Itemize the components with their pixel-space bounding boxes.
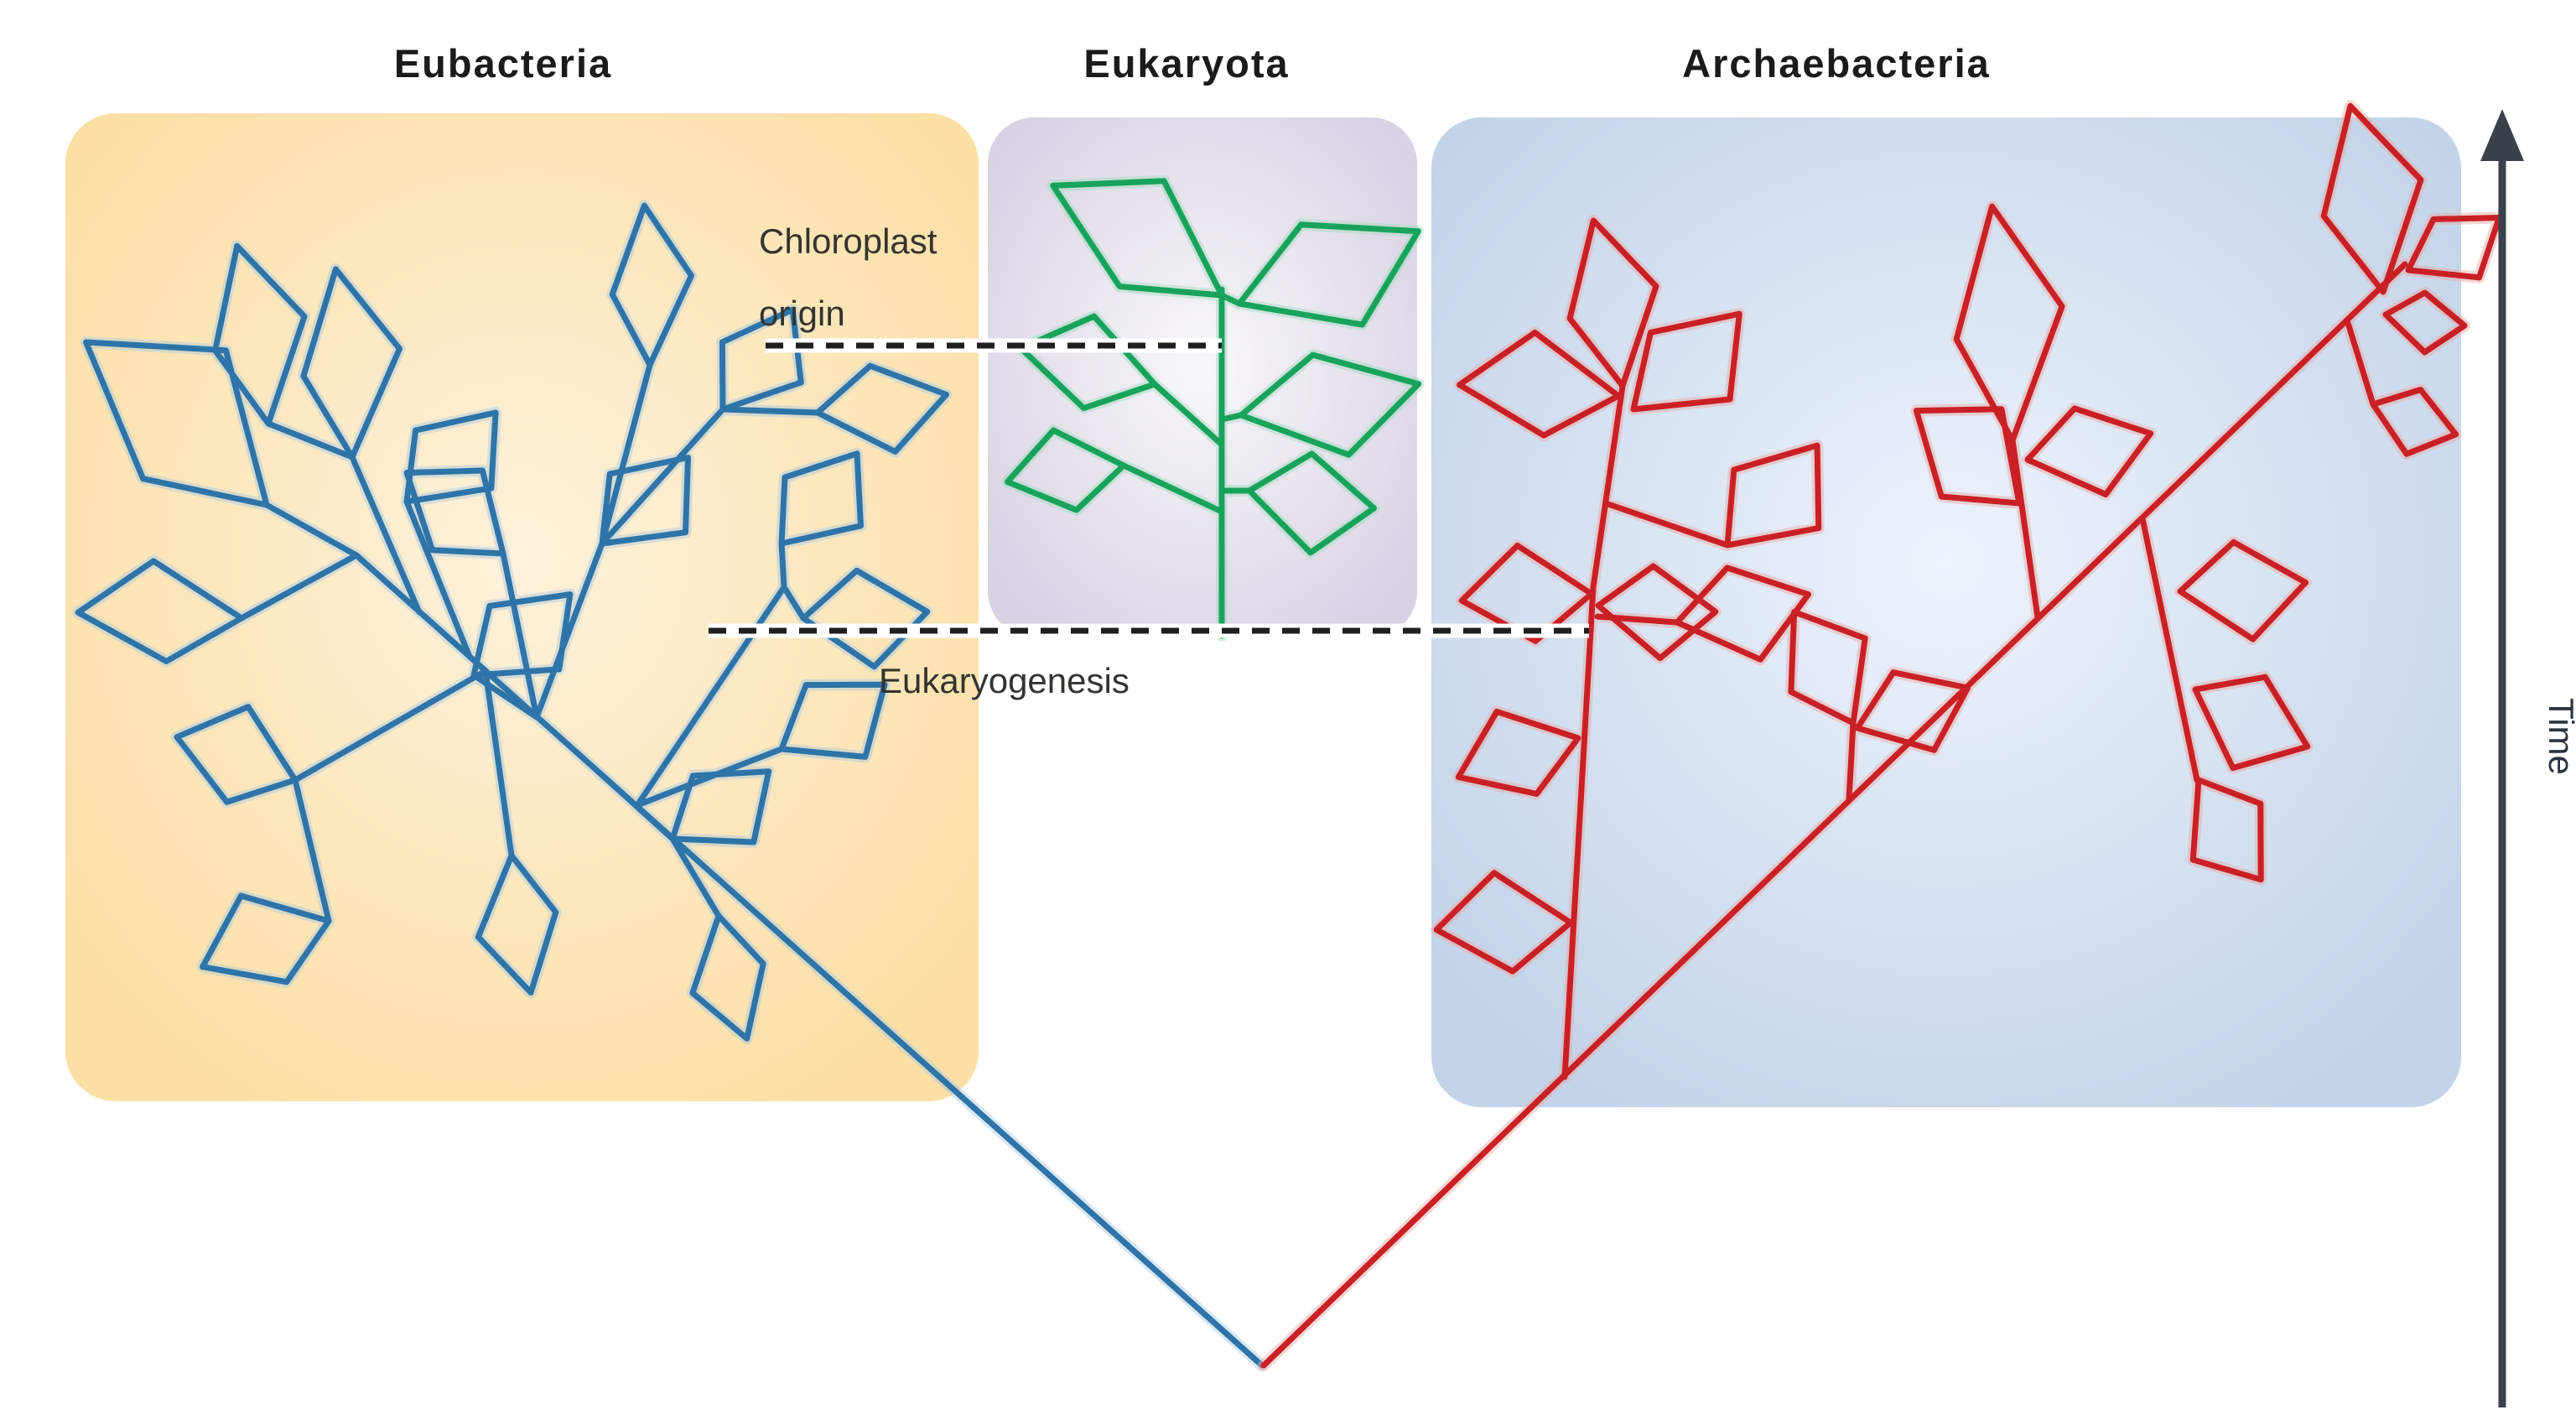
eubacteria-leaf [814,362,949,455]
eukaryota-branch [1218,292,1243,307]
archaebacteria-leaf [1724,442,1822,549]
archaebacteria-leaf [2189,777,2264,883]
eubacteria-branch [533,540,605,721]
archaebacteria-branch [2345,320,2376,408]
label-eubacteria: Eubacteria [394,41,612,86]
eubacteria-leaf [200,892,332,986]
archaebacteria-trunk [1260,261,2408,1369]
archaebacteria-leaf [1566,217,1659,389]
eubacteria-trunk [353,552,1265,1369]
archaebacteria-trunk [1561,382,1626,1080]
eubacteria-leaf [669,768,772,845]
archaebacteria-leaf [1455,708,1581,797]
archaebacteria-leaf [1630,310,1742,413]
eukaryota-branch [1218,412,1244,423]
eubacteria-leaf [475,852,559,996]
archaebacteria-branch [1846,720,1857,803]
eubacteria-box [65,113,979,1101]
archaebacteria-leaf [2382,289,2468,356]
label-chloroplast-origin-line1: Chloroplast [759,221,937,261]
eubacteria-branch [669,835,722,919]
archaebacteria-tree-strokes [1260,102,2502,1369]
label-eukaryogenesis: Eukaryogenesis [879,661,1130,700]
eubacteria-branch [403,498,473,660]
eukaryota-branch [1151,381,1225,448]
eubacteria-branch [238,552,360,622]
eubacteria-branch [600,773,676,842]
eubacteria-leaf [778,681,888,760]
eubacteria-branch [599,362,653,547]
eubacteria-leaf [599,455,691,547]
eukaryota-leaf [1236,221,1421,328]
eubacteria-branch [482,668,515,859]
eukaryota-leaf [1238,351,1422,458]
eubacteria-leaf [174,704,299,805]
eubacteria-branch [265,420,356,460]
archaebacteria-leaf [1953,203,2065,444]
eubacteria-branch [263,502,360,559]
archaebacteria-leaf [1457,330,1622,439]
eubacteria-branch [634,584,787,809]
label-eukaryota: Eukaryota [1083,41,1289,86]
eubacteria-leaf [212,242,308,427]
eubacteria-branch [500,550,540,721]
eubacteria-leaf [689,913,766,1042]
archaebacteria-leaf [1854,669,1971,753]
archaebacteria-branch [1602,500,1731,549]
eubacteria-branch [292,668,489,783]
label-archaebacteria: Archaebacteria [1682,41,1991,86]
eubacteria-leaf [470,591,574,679]
eubacteria-leaf [403,409,499,505]
eubacteria-leaf [778,450,864,547]
archaebacteria-box [1431,117,2461,1107]
eubacteria-leaf [609,202,694,368]
eubacteria-leaf [800,567,931,670]
eubacteria-branch [349,454,423,616]
archaebacteria-branch [2009,437,2041,621]
eubacteria-branch [719,406,821,416]
eukaryota-leaf [1050,178,1225,299]
eubacteria-branch [778,540,787,590]
eubacteria-leaf [83,339,270,508]
time-axis [2480,109,2524,1407]
archaebacteria-leaf [2320,102,2424,295]
eubacteria-leaf [75,558,245,664]
label-time: Time [2542,698,2576,775]
eubacteria-branch [292,777,332,924]
archaebacteria-leaf [1433,870,1574,975]
eukaryota-leaf [1004,427,1127,513]
eubacteria-branch [470,672,540,721]
archaebacteria-leaf [1788,609,1868,726]
eubacteria-branch [781,584,807,622]
archaebacteria-leaf [2370,387,2459,457]
archaebacteria-branch [2139,515,2200,783]
time-arrowhead-icon [2480,109,2524,161]
label-chloroplast-origin-line2: origin [759,294,845,333]
archaebacteria-leaf [1595,563,1719,662]
eubacteria-leaf [719,306,804,413]
archaebacteria-leaf [1674,564,1811,663]
eukaryota-branch [1120,462,1225,515]
archaebacteria-leaf [2024,405,2154,497]
eubacteria-leaf [300,266,402,460]
eubacteria-tree [72,200,1268,1371]
archaebacteria-leaf [2177,538,2309,642]
eukaryota-leaf [1246,450,1377,556]
eubacteria-branch [599,406,726,547]
archaebacteria-leaf [1913,406,2023,507]
eubacteria-tree-strokes [75,202,1265,1369]
eubacteria-leaf [403,467,506,557]
archaebacteria-leaf [2192,674,2311,772]
